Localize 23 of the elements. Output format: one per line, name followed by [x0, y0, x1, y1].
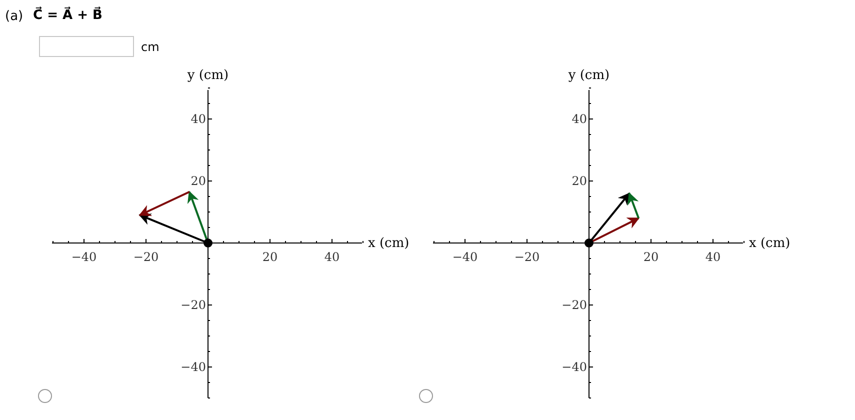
tick-label: −20 [562, 299, 587, 311]
vector-equation: C⃗ = A⃗ + B⃗ [33, 9, 102, 22]
tick-label: −40 [562, 361, 587, 373]
tick-label: −40 [71, 251, 97, 263]
axis-title: y (cm) [187, 69, 229, 82]
tick-label: 40 [324, 251, 340, 263]
tick-label: 40 [705, 251, 721, 263]
tick-label: 40 [572, 113, 587, 125]
tick-label: −40 [452, 251, 478, 263]
tick-label: 40 [190, 113, 206, 125]
tick-label: −20 [180, 299, 206, 311]
axis-title: x (cm) [368, 237, 410, 250]
question-label: (a) [5, 10, 24, 23]
axis-title: x (cm) [749, 237, 790, 250]
tick-label: 20 [190, 175, 206, 187]
axis-title: y (cm) [568, 69, 610, 82]
tick-label: 20 [643, 251, 659, 263]
tick-label: 20 [262, 251, 278, 263]
tick-label: −20 [514, 251, 540, 263]
tick-label: 20 [572, 175, 587, 187]
tick-label: −20 [133, 251, 159, 263]
unit-label: cm [141, 41, 160, 53]
tick-label: −40 [180, 361, 206, 373]
